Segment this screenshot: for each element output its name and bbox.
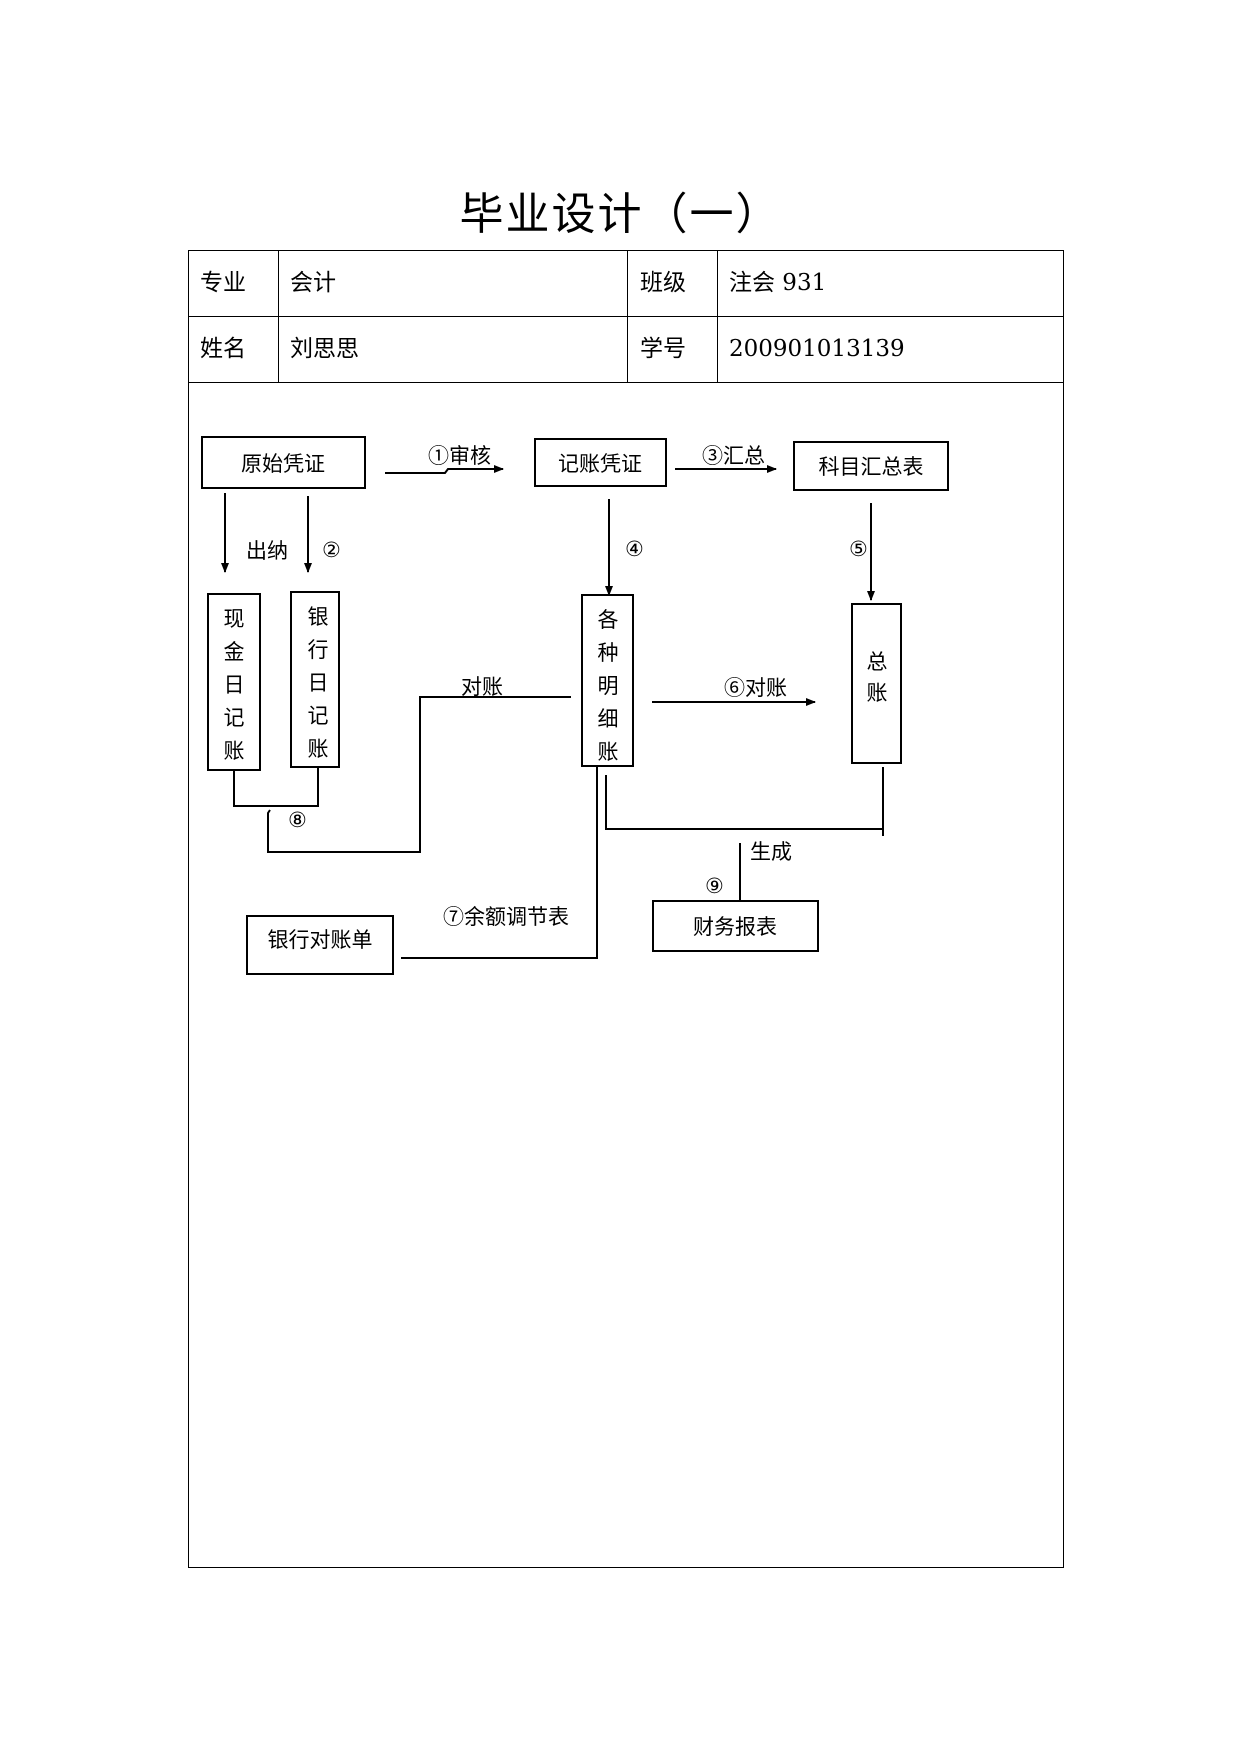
generate-label: 生成: [750, 840, 792, 864]
box-bank-journal: [290, 591, 340, 768]
major-value: 会计: [290, 270, 336, 296]
page-title: 毕业设计（一）: [459, 189, 782, 240]
col-divider-3: [717, 250, 718, 382]
col-divider-1: [278, 250, 279, 382]
box-financial-report: [652, 900, 819, 952]
form-frame: [188, 250, 1064, 1568]
label-summary-table: 科目汇总表: [819, 455, 924, 479]
label-general-ledger: 总账: [867, 650, 888, 705]
box-general-ledger: [851, 603, 902, 764]
label-cash-journal: 现金日记账: [224, 607, 245, 763]
student-id-value: 200901013139: [729, 336, 905, 362]
step-7-reconciliation-table: ⑦余额调节表: [443, 905, 569, 929]
step-8: ⑧: [288, 808, 307, 832]
label-original-voucher: 原始凭证: [241, 452, 325, 476]
name-value: 刘思思: [290, 336, 359, 362]
line-reconcile-journals: [267, 696, 571, 853]
step-4: ④: [625, 537, 644, 561]
label-bookkeeping-voucher: 记账凭证: [558, 452, 642, 476]
box-bookkeeping-voucher: [534, 438, 667, 487]
cashier-label: 出纳: [246, 539, 288, 563]
step-5: ⑤: [849, 537, 868, 561]
row-divider-2: [188, 382, 1064, 383]
class-value: 注会 931: [729, 270, 827, 296]
label-bank-journal: 银行日记账: [308, 605, 329, 761]
major-label: 专业: [200, 270, 246, 296]
step-6-reconcile: ⑥对账: [724, 676, 787, 700]
row-divider-1: [188, 316, 1064, 317]
arrow-audit: [385, 465, 504, 474]
step-2: ②: [322, 538, 341, 562]
line-ledgers-join: [605, 767, 884, 836]
label-bank-statement: 银行对账单: [268, 928, 373, 952]
box-summary-table: [793, 441, 949, 491]
box-bank-statement: [246, 915, 394, 975]
student-id-label: 学号: [640, 336, 686, 362]
class-label: 班级: [640, 270, 686, 296]
reconcile-label: 对账: [461, 675, 503, 699]
box-original-voucher: [201, 436, 366, 489]
line-journals-join: [233, 767, 319, 807]
col-divider-2: [627, 250, 628, 382]
step-9: ⑨: [705, 874, 724, 898]
step-3-summarize: ③汇总: [702, 444, 765, 468]
line-bank-statement: [401, 766, 598, 959]
step-1-audit: ①审核: [428, 444, 491, 468]
label-detail-ledger: 各种明细账: [598, 608, 619, 764]
label-financial-report: 财务报表: [693, 915, 777, 939]
name-label: 姓名: [200, 336, 246, 362]
